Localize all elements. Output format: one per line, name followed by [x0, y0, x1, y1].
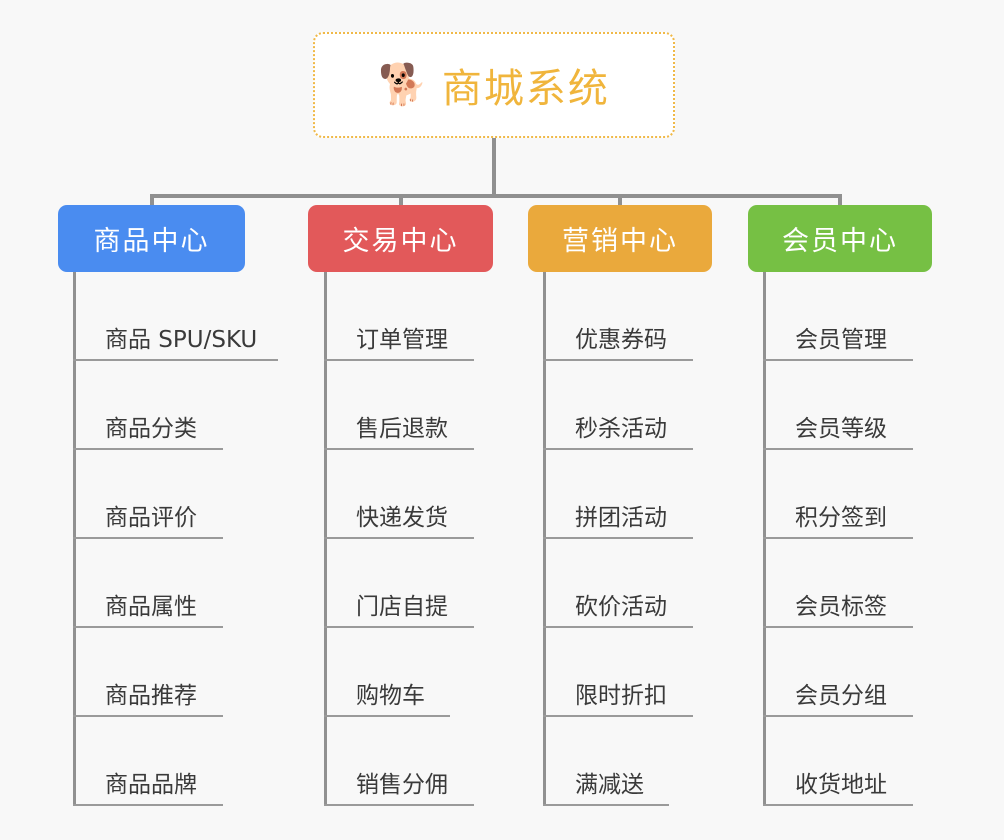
leaf-item[interactable]: 满减送 [543, 717, 669, 806]
horizontal-connector-bar [150, 194, 840, 198]
leaf-item[interactable]: 快递发货 [324, 450, 474, 539]
branch-drop-line-2 [399, 194, 403, 208]
leaf-item[interactable]: 优惠券码 [543, 272, 693, 361]
branch-trunk-line [763, 272, 766, 806]
leaf-item-label: 收货地址 [795, 771, 887, 798]
leaf-item-label: 销售分佣 [356, 771, 448, 798]
leaf-item-label: 商品评价 [105, 504, 197, 531]
category-box-4[interactable]: 会员中心 [748, 205, 932, 272]
leaf-item[interactable]: 会员管理 [763, 272, 913, 361]
branch-drop-line-1 [150, 194, 154, 208]
leaf-item-label: 会员管理 [795, 326, 887, 353]
category-label: 会员中心 [782, 226, 898, 257]
leaf-item[interactable]: 销售分佣 [324, 717, 474, 806]
leaf-item[interactable]: 商品评价 [73, 450, 223, 539]
category-box-3[interactable]: 营销中心 [528, 205, 712, 272]
branch-trunk-line [324, 272, 327, 806]
leaf-item[interactable]: 限时折扣 [543, 628, 693, 717]
branch-drop-line-4 [838, 194, 842, 208]
leaf-item[interactable]: 会员标签 [763, 539, 913, 628]
leaf-item[interactable]: 订单管理 [324, 272, 474, 361]
branch-trunk-line [73, 272, 76, 806]
leaf-item-label: 商品推荐 [105, 682, 197, 709]
root-stem-line [492, 138, 496, 196]
leaf-item[interactable]: 购物车 [324, 628, 450, 717]
branch-drop-line-3 [618, 194, 622, 208]
leaf-item-label: 限时折扣 [575, 682, 667, 709]
leaf-item-label: 订单管理 [356, 326, 448, 353]
leaf-item[interactable]: 秒杀活动 [543, 361, 693, 450]
leaf-item-label: 快递发货 [356, 504, 448, 531]
leaf-item-label: 满减送 [575, 771, 644, 798]
leaf-item-label: 商品 SPU/SKU [105, 326, 258, 353]
category-label: 商品中心 [93, 226, 210, 257]
leaf-item-label: 售后退款 [356, 415, 448, 442]
leaf-item-label: 门店自提 [356, 593, 448, 620]
leaf-item[interactable]: 收货地址 [763, 717, 913, 806]
leaf-item[interactable]: 商品 SPU/SKU [73, 272, 278, 361]
leaf-item[interactable]: 拼团活动 [543, 450, 693, 539]
leaf-item[interactable]: 商品分类 [73, 361, 223, 450]
leaf-item-label: 秒杀活动 [575, 415, 667, 442]
leaf-item[interactable]: 会员分组 [763, 628, 913, 717]
shiba-dog-face-icon: 🐕 [378, 62, 428, 108]
leaf-item-label: 商品品牌 [105, 771, 197, 798]
leaf-item-label: 购物车 [356, 682, 425, 709]
leaf-item[interactable]: 门店自提 [324, 539, 474, 628]
leaf-item-label: 优惠券码 [575, 326, 667, 353]
category-box-2[interactable]: 交易中心 [308, 205, 493, 272]
leaf-item[interactable]: 售后退款 [324, 361, 474, 450]
leaf-item[interactable]: 商品属性 [73, 539, 223, 628]
leaf-item[interactable]: 商品推荐 [73, 628, 223, 717]
leaf-item-label: 会员分组 [795, 682, 887, 709]
category-label: 营销中心 [562, 226, 678, 257]
root-node[interactable]: 🐕 商城系统 [313, 32, 675, 138]
root-title: 商城系统 [441, 66, 610, 112]
leaf-item[interactable]: 砍价活动 [543, 539, 693, 628]
leaf-item-label: 会员标签 [795, 593, 887, 620]
leaf-item[interactable]: 会员等级 [763, 361, 913, 450]
category-box-1[interactable]: 商品中心 [58, 205, 245, 272]
leaf-item-label: 砍价活动 [575, 593, 667, 620]
category-label: 交易中心 [342, 226, 459, 257]
leaf-item[interactable]: 积分签到 [763, 450, 913, 539]
leaf-item-label: 拼团活动 [575, 504, 667, 531]
leaf-item[interactable]: 商品品牌 [73, 717, 223, 806]
leaf-item-label: 商品属性 [105, 593, 197, 620]
branch-trunk-line [543, 272, 546, 806]
leaf-item-label: 积分签到 [795, 504, 887, 531]
leaf-item-label: 商品分类 [105, 415, 197, 442]
leaf-item-label: 会员等级 [795, 415, 887, 442]
